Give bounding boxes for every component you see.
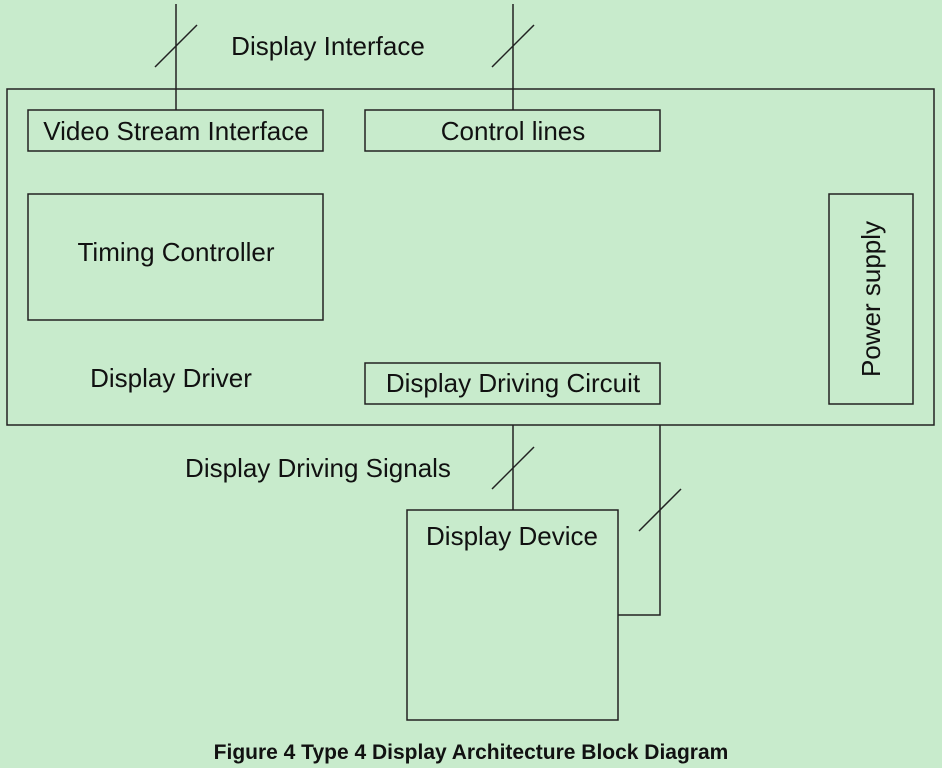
display-driver-box [6, 88, 935, 426]
power-supply-box [828, 193, 914, 405]
power-supply-label: Power supply [856, 220, 886, 378]
timing-controller-box [27, 193, 324, 321]
control-lines-label: Control lines [440, 116, 586, 146]
power-connection-line [618, 425, 661, 616]
display-driver-label: Display Driver [90, 363, 252, 393]
display-driving-signals-label: Display Driving Signals [185, 453, 451, 483]
video-bus-slash [154, 24, 198, 68]
timing-controller-label: Timing Controller [77, 237, 275, 267]
driving-signals-slash [491, 446, 535, 490]
display-device-label: Display Device [426, 521, 598, 551]
display-interface-label: Display Interface [231, 31, 425, 61]
driving-circuit-box [364, 362, 661, 405]
video-stream-interface-label: Video Stream Interface [43, 116, 309, 146]
figure-caption: Figure 4 Type 4 Display Architecture Blo… [213, 741, 729, 764]
power-connection-slash [638, 488, 682, 532]
display-driving-circuit-label: Display Driving Circuit [385, 368, 641, 398]
control-bus-slash [491, 24, 535, 68]
